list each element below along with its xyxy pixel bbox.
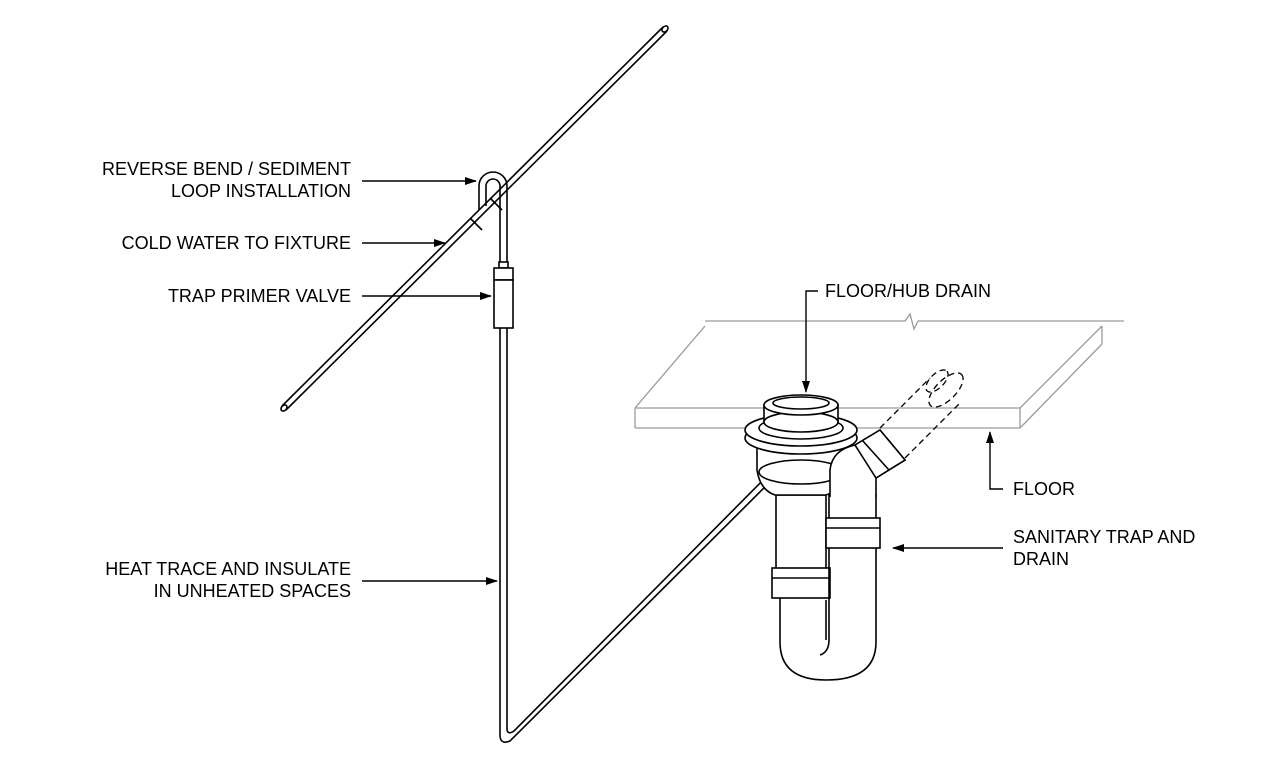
primer-supply-line [499, 328, 792, 743]
sanitary-label-line1: SANITARY TRAP AND [1013, 527, 1196, 547]
dashed-drain-pipe [879, 369, 964, 459]
reverse-bend-label-line1: REVERSE BEND / SEDIMENT [101, 159, 351, 179]
heat-trace-label-line1: HEAT TRACE AND INSULATE [105, 559, 351, 579]
floor-drain-assembly [744, 394, 907, 681]
cold-water-pipe [280, 25, 669, 412]
reverse-bend-label-line2: LOOP INSTALLATION [170, 181, 351, 201]
sediment-loop [478, 171, 508, 262]
sanitary-label-line2: DRAIN [1013, 549, 1070, 569]
trap-primer-label: TRAP PRIMER VALVE [167, 286, 351, 306]
reverse-bend-label: REVERSE BEND / SEDIMENT LOOP INSTALLATIO… [20, 158, 351, 202]
floor-slab [634, 312, 1124, 429]
cold-water-label: COLD WATER TO FIXTURE [121, 233, 351, 253]
trap-primer-valve [493, 261, 514, 329]
heat-trace-label-line2: IN UNHEATED SPACES [153, 581, 351, 601]
floor-label: FLOOR [1013, 479, 1076, 499]
leader-lines [362, 177, 1003, 585]
heat-trace-label: HEAT TRACE AND INSULATE IN UNHEATED SPAC… [20, 558, 351, 602]
floor-drain-label: FLOOR/HUB DRAIN [825, 281, 992, 301]
sanitary-label: SANITARY TRAP AND DRAIN [1013, 526, 1195, 570]
